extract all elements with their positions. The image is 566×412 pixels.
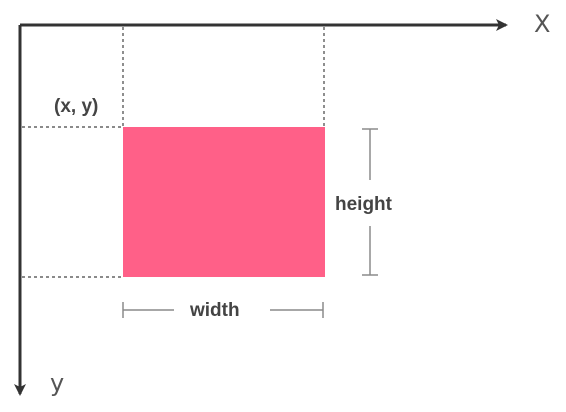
x-axis-label: X (534, 10, 550, 38)
height-label: height (335, 194, 393, 215)
origin-point-label: (x, y) (54, 96, 98, 117)
pink-rectangle (123, 127, 325, 277)
y-axis-label: y (50, 369, 64, 397)
width-label: width (189, 300, 240, 321)
